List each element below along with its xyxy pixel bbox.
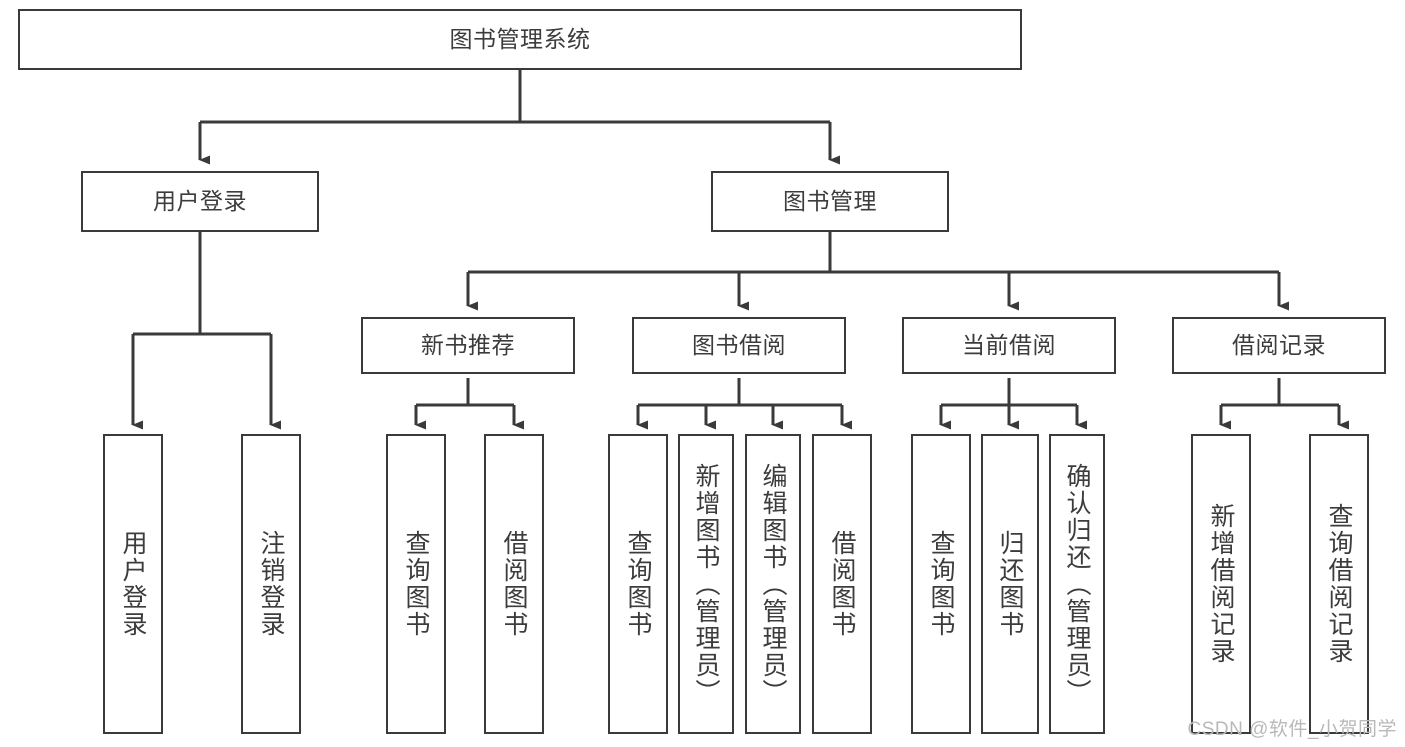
leaf-borrow-query-books[interactable]: 查询图书 bbox=[608, 434, 668, 734]
node-borrow-records-label: 借阅记录 bbox=[1232, 331, 1326, 358]
leaf-newbook-query-books[interactable]: 查询图书 bbox=[386, 434, 446, 734]
leaf-user-login-label: 用户登录 bbox=[119, 530, 147, 638]
leaf-newbook-borrow-books[interactable]: 借阅图书 bbox=[484, 434, 544, 734]
watermark-text: CSDN @软件_小贺同学 bbox=[1187, 719, 1397, 740]
leaf-borrow-borrow-books-label: 借阅图书 bbox=[828, 530, 856, 638]
leaf-borrow-query-books-label: 查询图书 bbox=[624, 530, 652, 638]
node-user-login-label: 用户登录 bbox=[153, 187, 247, 214]
leaf-newbook-query-books-label: 查询图书 bbox=[402, 530, 430, 638]
node-new-book-recommend-label: 新书推荐 bbox=[421, 331, 515, 358]
node-current-borrow[interactable]: 当前借阅 bbox=[902, 317, 1116, 374]
leaf-current-query-books-label: 查询图书 bbox=[927, 530, 955, 638]
node-book-management-label: 图书管理 bbox=[783, 187, 877, 214]
leaf-logout[interactable]: 注销登录 bbox=[241, 434, 301, 734]
leaf-records-add-record-label: 新增借阅记录 bbox=[1207, 503, 1235, 665]
leaf-current-return-books[interactable]: 归还图书 bbox=[981, 434, 1039, 734]
node-book-borrow-label: 图书借阅 bbox=[692, 331, 786, 358]
node-borrow-records[interactable]: 借阅记录 bbox=[1172, 317, 1386, 374]
leaf-records-query-record-label: 查询借阅记录 bbox=[1325, 503, 1353, 665]
node-root[interactable]: 图书管理系统 bbox=[18, 9, 1022, 70]
leaf-borrow-borrow-books[interactable]: 借阅图书 bbox=[812, 434, 872, 734]
node-book-management[interactable]: 图书管理 bbox=[711, 171, 949, 232]
leaf-newbook-borrow-books-label: 借阅图书 bbox=[500, 530, 528, 638]
leaf-user-login[interactable]: 用户登录 bbox=[103, 434, 163, 734]
node-user-login[interactable]: 用户登录 bbox=[81, 171, 319, 232]
leaf-current-confirm-return-admin-label: 确认归还（管理员） bbox=[1063, 462, 1091, 706]
leaf-borrow-edit-book-admin-label: 编辑图书（管理员） bbox=[759, 462, 787, 706]
leaf-borrow-edit-book-admin[interactable]: 编辑图书（管理员） bbox=[745, 434, 801, 734]
node-current-borrow-label: 当前借阅 bbox=[962, 331, 1056, 358]
node-root-label: 图书管理系统 bbox=[449, 25, 591, 52]
leaf-borrow-add-book-admin[interactable]: 新增图书（管理员） bbox=[678, 434, 734, 734]
leaf-current-query-books[interactable]: 查询图书 bbox=[911, 434, 971, 734]
leaf-current-return-books-label: 归还图书 bbox=[996, 530, 1024, 638]
leaf-logout-label: 注销登录 bbox=[257, 530, 285, 638]
node-new-book-recommend[interactable]: 新书推荐 bbox=[361, 317, 575, 374]
leaf-borrow-add-book-admin-label: 新增图书（管理员） bbox=[692, 462, 720, 706]
leaf-records-add-record[interactable]: 新增借阅记录 bbox=[1191, 434, 1251, 734]
node-book-borrow[interactable]: 图书借阅 bbox=[632, 317, 846, 374]
leaf-current-confirm-return-admin[interactable]: 确认归还（管理员） bbox=[1049, 434, 1105, 734]
leaf-records-query-record[interactable]: 查询借阅记录 bbox=[1309, 434, 1369, 734]
